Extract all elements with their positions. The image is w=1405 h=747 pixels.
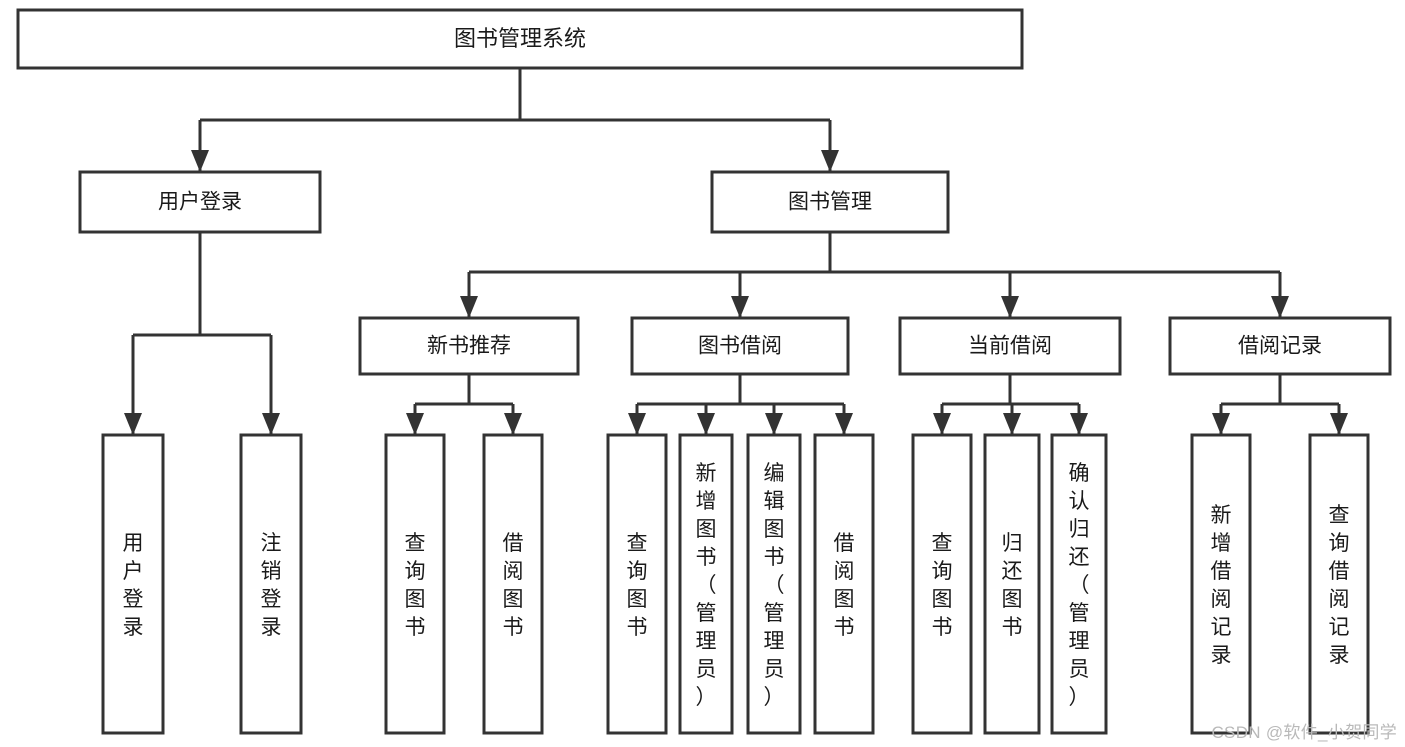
leaf-node-box[interactable] xyxy=(1190,433,1252,735)
arrow-head-icon xyxy=(1001,296,1019,318)
leaf-node-label: 查询图书 xyxy=(405,532,426,639)
leaf-node-label: 新增借阅记录 xyxy=(1211,504,1232,667)
node-layer: 图书管理系统用户登录图书管理新书推荐图书借阅当前借阅借阅记录用户登录注销登录查询… xyxy=(16,8,1392,735)
level3-node-label: 借阅记录 xyxy=(1238,335,1322,358)
root-node-1[interactable]: 图书管理系统 xyxy=(16,8,1024,70)
leaf-node-label: 查询图书 xyxy=(627,532,648,639)
leaf-node-box[interactable] xyxy=(101,433,165,735)
level2-node-1[interactable]: 用户登录 xyxy=(78,170,322,234)
leaf-node-box[interactable] xyxy=(813,433,875,735)
level2-node-label: 图书管理 xyxy=(788,191,872,214)
arrow-head-icon xyxy=(697,413,715,435)
connector-layer xyxy=(124,68,1348,435)
arrow-head-icon xyxy=(262,413,280,435)
arrow-head-icon xyxy=(504,413,522,435)
leaf-node-2[interactable]: 注销登录 xyxy=(239,433,303,735)
leaf-node-label: 确认归还（管理员） xyxy=(1069,462,1090,709)
leaf-node-box[interactable] xyxy=(911,433,973,735)
leaf-node-8[interactable]: 借阅图书 xyxy=(813,433,875,735)
leaf-node-label: 归还图书 xyxy=(1002,532,1023,639)
arrow-head-icon xyxy=(406,413,424,435)
leaf-node-11[interactable]: 确认归还（管理员） xyxy=(1050,433,1108,735)
level3-node-label: 新书推荐 xyxy=(427,335,511,358)
leaf-node-box[interactable] xyxy=(482,433,544,735)
level3-node-3[interactable]: 当前借阅 xyxy=(898,316,1122,376)
leaf-node-13[interactable]: 查询借阅记录 xyxy=(1308,433,1370,735)
level3-node-label: 图书借阅 xyxy=(698,335,782,358)
leaf-node-4[interactable]: 借阅图书 xyxy=(482,433,544,735)
level3-node-box[interactable] xyxy=(630,316,850,376)
leaf-node-6[interactable]: 新增图书（管理员） xyxy=(678,433,734,735)
leaf-node-box[interactable] xyxy=(746,433,802,735)
leaf-node-12[interactable]: 新增借阅记录 xyxy=(1190,433,1252,735)
leaf-node-label: 注销登录 xyxy=(261,532,282,639)
level3-node-1[interactable]: 新书推荐 xyxy=(358,316,580,376)
level3-node-4[interactable]: 借阅记录 xyxy=(1168,316,1392,376)
arrow-head-icon xyxy=(191,150,209,172)
arrow-head-icon xyxy=(835,413,853,435)
leaf-node-7[interactable]: 编辑图书（管理员） xyxy=(746,433,802,735)
leaf-node-box[interactable] xyxy=(1050,433,1108,735)
arrow-head-icon xyxy=(1070,413,1088,435)
arrow-head-icon xyxy=(628,413,646,435)
level2-node-label: 用户登录 xyxy=(158,191,242,214)
arrow-head-icon xyxy=(1271,296,1289,318)
leaf-node-label: 查询借阅记录 xyxy=(1329,504,1350,667)
arrow-head-icon xyxy=(933,413,951,435)
arrow-head-icon xyxy=(124,413,142,435)
leaf-node-10[interactable]: 归还图书 xyxy=(983,433,1041,735)
leaf-node-label: 编辑图书（管理员） xyxy=(764,462,785,709)
arrow-head-icon xyxy=(460,296,478,318)
leaf-node-box[interactable] xyxy=(983,433,1041,735)
level3-node-box[interactable] xyxy=(898,316,1122,376)
level2-node-2[interactable]: 图书管理 xyxy=(710,170,950,234)
leaf-node-9[interactable]: 查询图书 xyxy=(911,433,973,735)
level3-node-2[interactable]: 图书借阅 xyxy=(630,316,850,376)
leaf-node-5[interactable]: 查询图书 xyxy=(606,433,668,735)
arrow-head-icon xyxy=(731,296,749,318)
leaf-node-label: 查询图书 xyxy=(932,532,953,639)
arrow-head-icon xyxy=(821,150,839,172)
leaf-node-box[interactable] xyxy=(1308,433,1370,735)
leaf-node-box[interactable] xyxy=(384,433,446,735)
leaf-node-1[interactable]: 用户登录 xyxy=(101,433,165,735)
leaf-node-box[interactable] xyxy=(678,433,734,735)
arrow-head-icon xyxy=(1003,413,1021,435)
watermark-text: CSDN @软件_小贺同学 xyxy=(1211,723,1397,742)
leaf-node-3[interactable]: 查询图书 xyxy=(384,433,446,735)
arrow-head-icon xyxy=(1330,413,1348,435)
level2-node-box[interactable] xyxy=(710,170,950,234)
level2-node-box[interactable] xyxy=(78,170,322,234)
leaf-node-box[interactable] xyxy=(606,433,668,735)
leaf-node-label: 借阅图书 xyxy=(834,532,855,639)
arrow-head-icon xyxy=(1212,413,1230,435)
leaf-node-label: 新增图书（管理员） xyxy=(696,462,717,709)
root-node-box[interactable] xyxy=(16,8,1024,70)
leaf-node-box[interactable] xyxy=(239,433,303,735)
level3-node-box[interactable] xyxy=(1168,316,1392,376)
level3-node-label: 当前借阅 xyxy=(968,335,1052,358)
leaf-node-label: 借阅图书 xyxy=(503,532,524,639)
root-node-label: 图书管理系统 xyxy=(454,26,586,51)
level3-node-box[interactable] xyxy=(358,316,580,376)
leaf-node-label: 用户登录 xyxy=(123,532,144,639)
arrow-head-icon xyxy=(765,413,783,435)
